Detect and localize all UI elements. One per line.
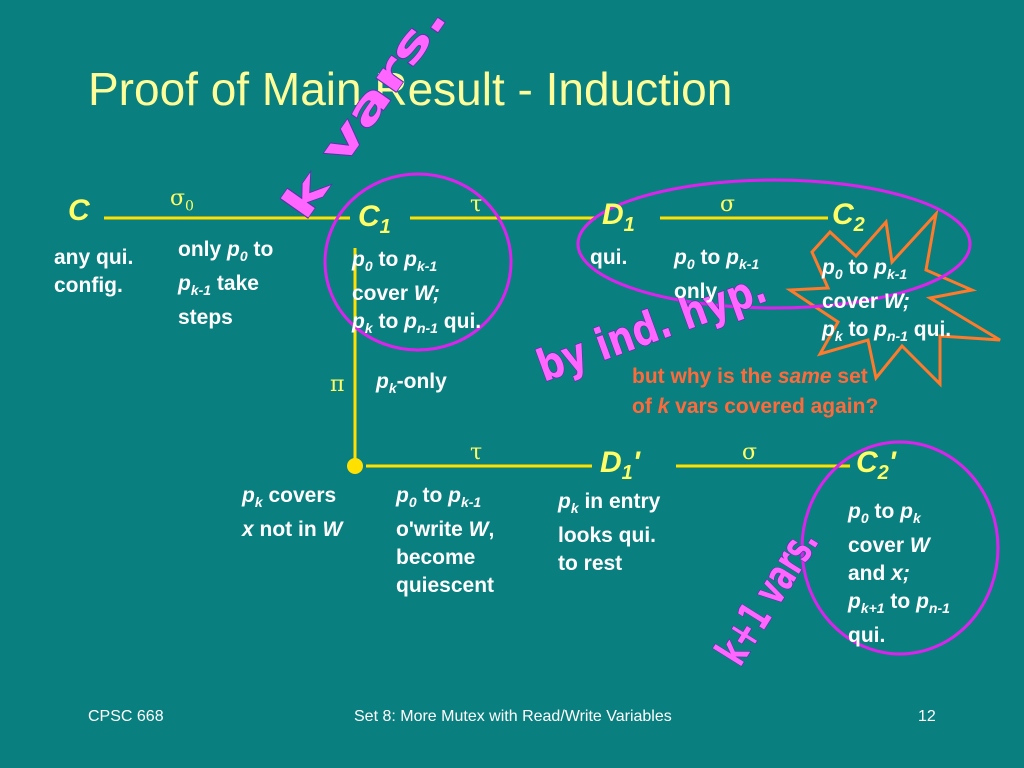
circle-c1 <box>323 172 513 352</box>
edge-label-sigma0: σ0 <box>170 186 194 215</box>
footer-page-number: 12 <box>918 708 936 725</box>
annotation-k1-vars: k+1 vars. <box>706 520 829 674</box>
burst-shape <box>785 209 1001 388</box>
c2-prime-description: p0 to pk cover W and x; pk+1 to pn-1 qui… <box>848 500 950 648</box>
c1-description: p0 to pk-1 cover W; pk to pn-1 qui. <box>352 248 482 337</box>
edge-label-sigma-bottom: σ <box>742 440 758 465</box>
tau-description: p0 to pk-1 o'write W, become quiescent <box>396 484 495 598</box>
dot-description: pk covers x not in W <box>242 484 343 542</box>
circle-d1-c2 <box>576 178 972 310</box>
node-d1: D1 <box>602 198 635 236</box>
edge-label-tau-bottom: τ <box>470 440 483 465</box>
d1-description: qui. <box>590 246 628 269</box>
footer-course: CPSC 668 <box>88 708 164 725</box>
edge-label-tau-top: τ <box>470 192 483 217</box>
edge-label-pi: π <box>330 372 345 397</box>
page-title: Proof of Main Result - Induction <box>88 63 733 115</box>
footer-set-title: Set 8: More Mutex with Read/Write Variab… <box>354 708 672 725</box>
node-c2-prime: C2' <box>856 446 896 484</box>
sigma0-description: only p0 to pk-1 take steps <box>178 238 274 330</box>
node-c2: C2 <box>832 198 865 236</box>
question-text: but why is the same set of k vars covere… <box>632 365 879 418</box>
annotation-k-vars: k vars. <box>272 0 457 228</box>
c-description: any qui. config. <box>54 246 134 297</box>
c2-description: p0 to pk-1 cover W; pk to pn-1 qui. <box>822 256 952 345</box>
node-c1: C1 <box>358 200 391 238</box>
sigma-description: p0 to pk-1 only <box>674 246 760 304</box>
pi-description: pk-only <box>376 370 447 397</box>
edge-label-sigma-top: σ <box>720 192 736 217</box>
node-d1-prime: D1' <box>600 446 640 484</box>
circle-c2p <box>800 440 1000 656</box>
node-c: C <box>68 194 90 227</box>
intermediate-node-dot <box>347 458 363 474</box>
d1-prime-description: pk in entry looks qui. to rest <box>558 490 661 576</box>
